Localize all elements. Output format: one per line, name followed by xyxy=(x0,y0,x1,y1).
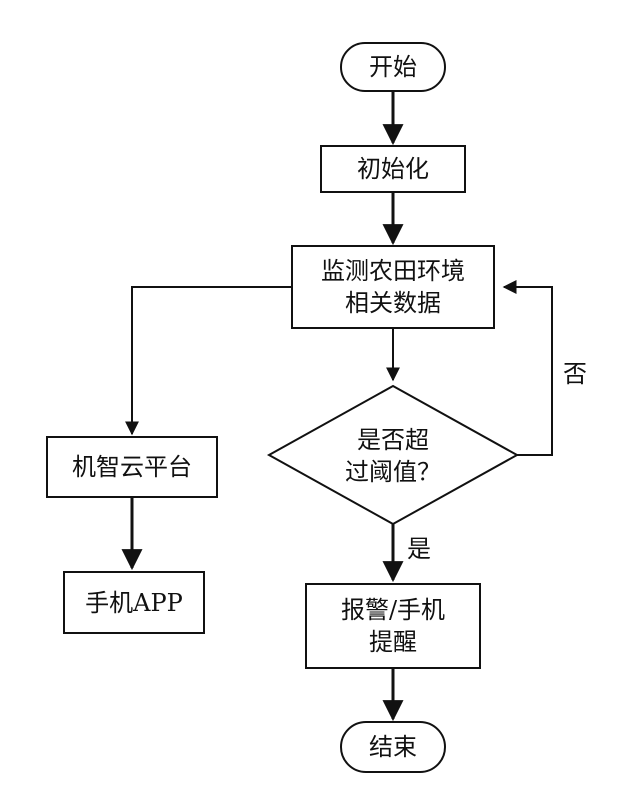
edge-decision-no-loop xyxy=(502,280,553,456)
decision-label-line1: 是否超 xyxy=(357,426,429,454)
yes-label: 是 xyxy=(407,535,431,563)
monitor-label-line2: 相关数据 xyxy=(345,289,441,317)
edge-monitor-to-cloud xyxy=(125,286,292,436)
cloud-label: 机智云平台 xyxy=(72,453,192,481)
end-label: 结束 xyxy=(369,733,417,761)
init-label: 初始化 xyxy=(357,155,429,183)
start-node: 开始 xyxy=(340,42,446,92)
start-label: 开始 xyxy=(369,53,417,81)
decision-label-line2: 过阈值？ xyxy=(345,458,441,486)
alarm-label-line2: 提醒 xyxy=(369,628,417,656)
decision-text: 是否超 过阈值？ xyxy=(319,424,467,488)
monitor-node: 监测农田环境 相关数据 xyxy=(291,245,495,329)
init-node: 初始化 xyxy=(320,145,466,193)
alarm-label-line1: 报警/手机 xyxy=(340,596,446,624)
app-node: 手机APP xyxy=(63,571,205,634)
end-node: 结束 xyxy=(340,721,446,773)
cloud-node: 机智云平台 xyxy=(46,436,218,498)
monitor-label-line1: 监测农田环境 xyxy=(321,257,465,285)
app-label: 手机APP xyxy=(85,588,183,617)
no-label: 否 xyxy=(563,360,587,388)
alarm-node: 报警/手机 提醒 xyxy=(305,583,481,669)
